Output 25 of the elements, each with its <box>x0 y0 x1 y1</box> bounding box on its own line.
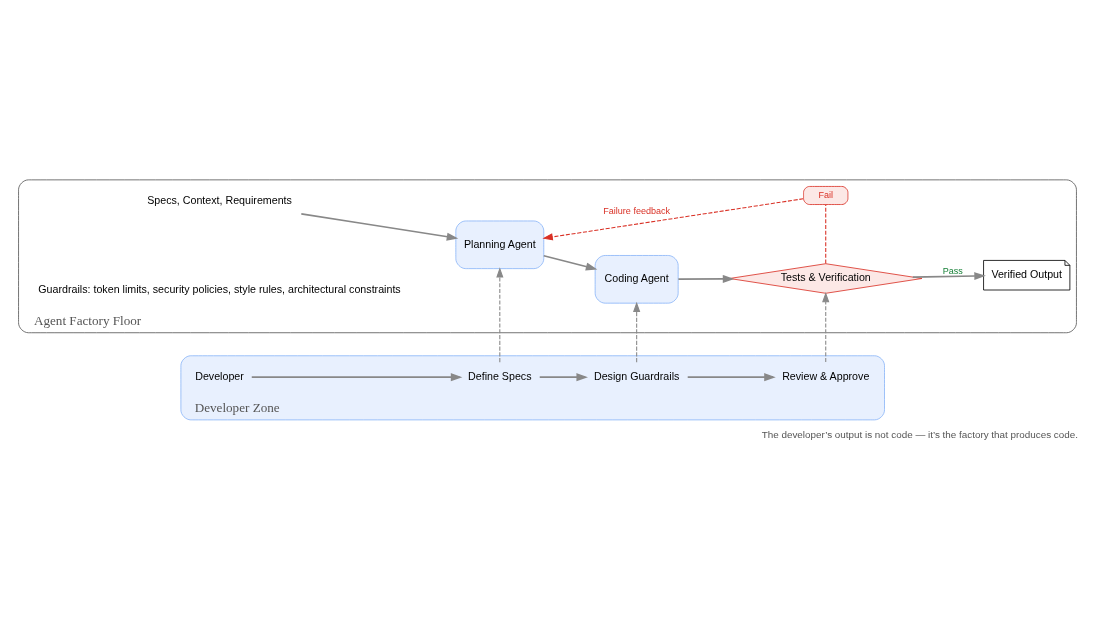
node-text: Developer <box>195 369 244 382</box>
arrow <box>912 272 986 281</box>
edge-label: Failure feedback <box>603 206 671 217</box>
node-box: Coding Agent <box>594 255 679 304</box>
node-text: Design Guardrails <box>593 369 680 382</box>
arrow <box>250 373 463 382</box>
arrow <box>677 274 735 283</box>
label: Guardrails: token limits, security policies, style rules, architectural constraints <box>38 282 401 295</box>
arrow <box>686 373 776 382</box>
edge-label: Pass <box>942 266 963 277</box>
caption: The developer’s output is not code — it’s the factory that produces code. <box>761 428 1078 440</box>
arrow <box>822 291 830 363</box>
node-box: Fail <box>803 186 849 205</box>
arrow <box>300 213 459 241</box>
arrow <box>542 198 804 241</box>
node-diamond: Tests & Verification <box>729 263 923 294</box>
arrow <box>538 373 588 382</box>
arrow <box>542 255 598 271</box>
node-text: Specs, Context, Requirements <box>147 194 292 207</box>
node-text: Define Specs <box>468 369 532 382</box>
connector <box>825 204 827 265</box>
node-text: Review & Approve <box>782 369 870 382</box>
arrow <box>496 267 504 363</box>
arrow <box>633 301 641 363</box>
node-box: Planning Agent <box>455 220 545 270</box>
